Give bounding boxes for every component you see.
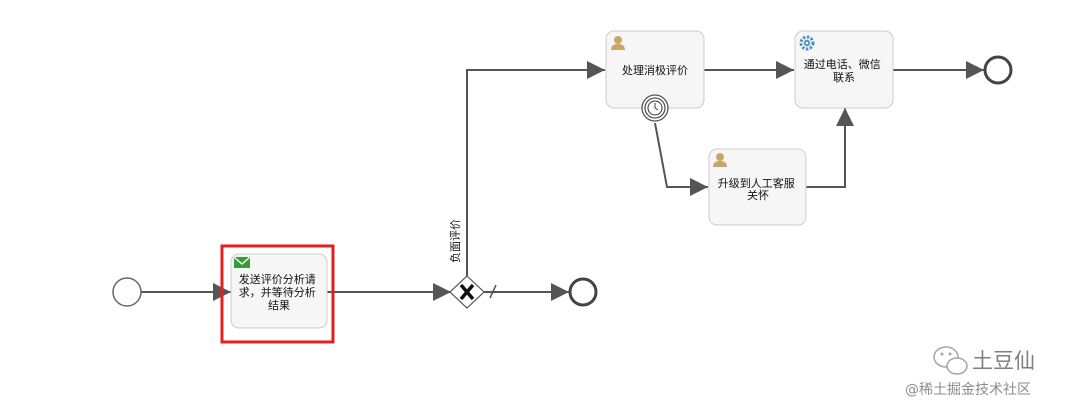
task-label-line: 通过电话、微信 (804, 57, 881, 71)
task-escalate[interactable]: 升级到人工客服 关怀 (708, 148, 807, 226)
svg-text:通过电话、微信 联系: 通过电话、微信 联系 (804, 57, 885, 84)
watermark-sub: @稀土掘金技术社区 (905, 382, 1031, 398)
task-box (708, 148, 807, 226)
start-event[interactable] (112, 277, 142, 307)
task-label-line: 发送评价分析请 (239, 272, 316, 286)
task-contact[interactable]: 通过电话、微信 联系 (794, 30, 894, 109)
task-handle-negative[interactable]: 处理消极评价 (605, 30, 705, 109)
task-label-line: 求，并等待分析 (239, 285, 316, 299)
task-label-line: 结果 (268, 299, 290, 312)
task-label-line: 联系 (833, 71, 855, 84)
exclusive-gateway[interactable] (449, 275, 485, 309)
task-label-line: 处理消极评价 (622, 63, 688, 77)
user-icon (611, 36, 625, 50)
end-event-default[interactable] (568, 277, 598, 307)
flow-label-negative: 负面评价 (448, 219, 462, 263)
task-box (230, 253, 328, 329)
task-label-line: 关怀 (747, 188, 769, 202)
watermark: 土豆仙 @稀土掘金技术社区 (905, 346, 1035, 398)
task-send-request[interactable]: 发送评价分析请 求，并等待分析 结果 (220, 244, 335, 344)
default-flow-marker (489, 284, 497, 299)
task-box (794, 30, 894, 109)
timer-icon (647, 100, 663, 116)
timer-boundary-event[interactable] (641, 94, 669, 122)
watermark-main: 土豆仙 (972, 349, 1035, 373)
svg-text:处理消极评价: 处理消极评价 (622, 63, 688, 77)
envelope-icon (233, 256, 251, 268)
flow-escalate-to-contact[interactable] (806, 108, 854, 188)
svg-text:发送评价分析请 求，并等待分析 结果: 发送评价分析请 求，并等待分析 结果 (239, 272, 320, 312)
svg-text:升级到人工客服 关怀: 升级到人工客服 关怀 (718, 176, 799, 202)
x-gateway-icon (459, 283, 475, 301)
task-label-line: 升级到人工客服 (718, 176, 795, 190)
wechat-icon (933, 346, 968, 375)
task-highlight-frame (220, 244, 335, 344)
end-event-contact[interactable] (983, 55, 1013, 85)
user-icon (713, 153, 727, 167)
flow-gateway-to-handle-negative[interactable] (466, 61, 605, 276)
gear-icon (799, 35, 815, 51)
flow-timer-to-escalate[interactable] (654, 122, 708, 196)
